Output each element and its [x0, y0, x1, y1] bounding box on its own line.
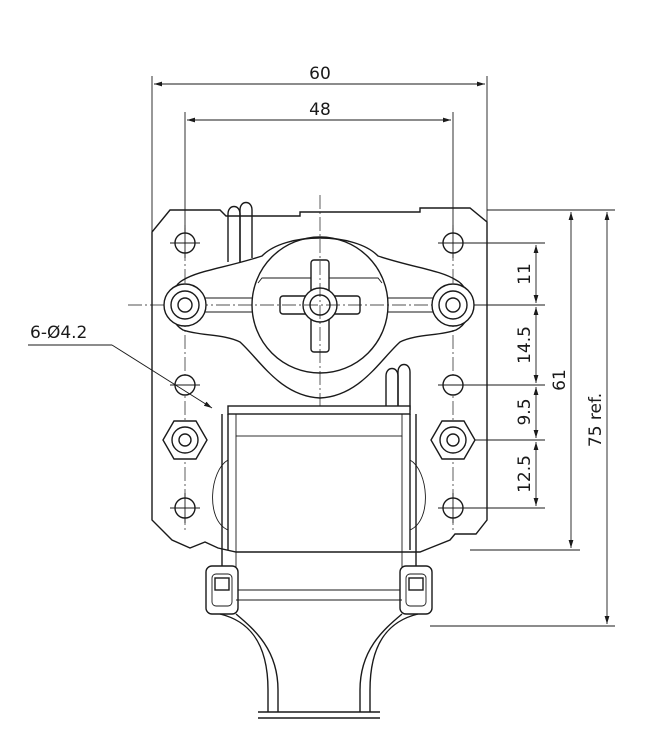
- hole-callout-label: 6-Ø4.2: [30, 323, 87, 343]
- dim-label-61: 61: [550, 369, 570, 391]
- dim-label-14-5: 14.5: [515, 326, 535, 364]
- mounting-holes: [170, 228, 468, 523]
- bottom-outlet: [219, 599, 419, 719]
- dimension-48: 48: [184, 100, 454, 240]
- dim-label-60: 60: [309, 64, 331, 84]
- dim-label-75-ref: 75 ref.: [586, 393, 606, 447]
- dim-label-11: 11: [515, 263, 535, 285]
- lead-wires: [227, 201, 411, 410]
- right-dimensions: 11 14.5 9.5 12.5 61 75 ref.: [430, 209, 615, 627]
- dim-label-12-5: 12.5: [515, 455, 535, 493]
- dim-label-48: 48: [309, 100, 331, 120]
- hex-nuts: [162, 420, 476, 460]
- coil-bobbin: [212, 405, 426, 591]
- hole-callout: 6-Ø4.2: [28, 323, 213, 409]
- frame-plate: [151, 207, 488, 553]
- dim-label-9-5: 9.5: [515, 398, 535, 425]
- dimension-60: 60: [151, 64, 488, 250]
- bottom-clips: [205, 565, 433, 615]
- bracket-screws: [163, 283, 475, 327]
